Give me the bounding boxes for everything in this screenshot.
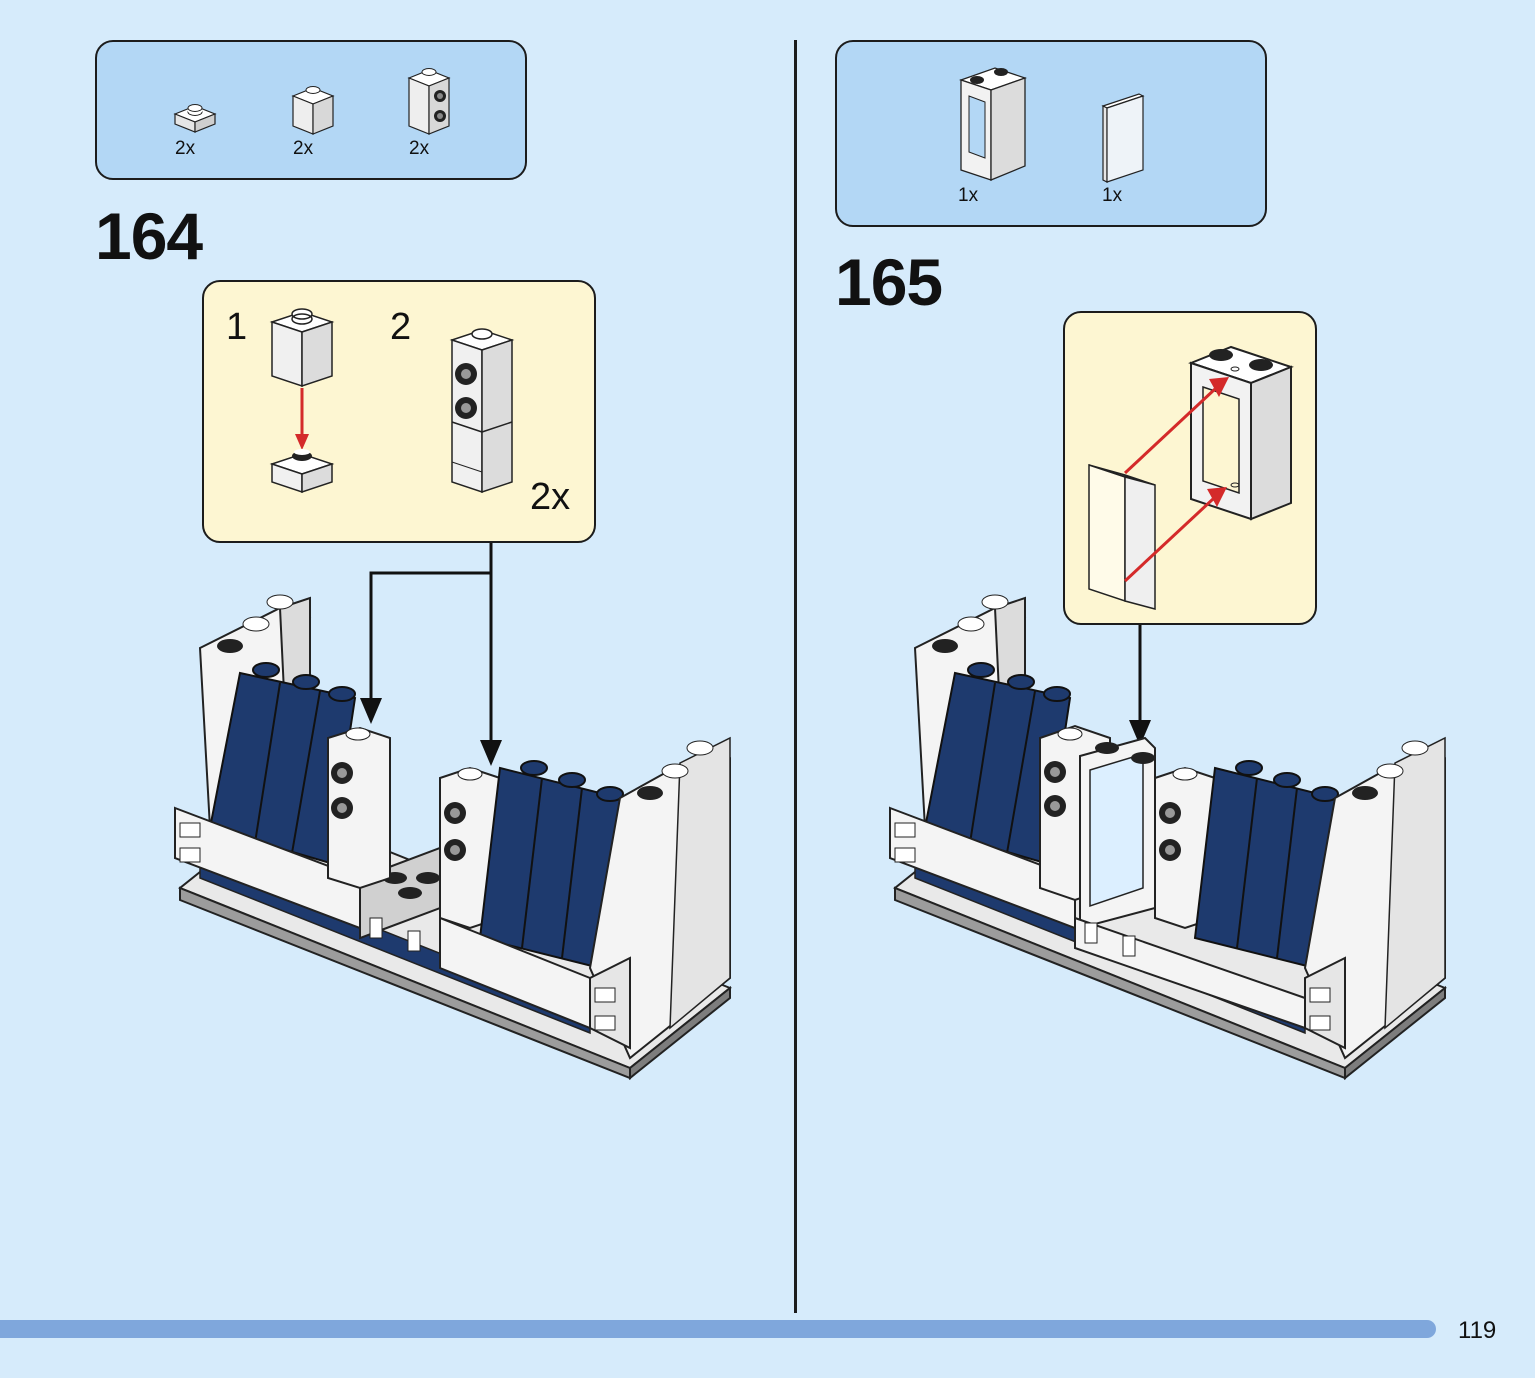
part-qty-165-2: 1x xyxy=(1102,185,1123,206)
sub-step-2-illustration xyxy=(449,328,515,494)
brick-1x1-icon xyxy=(291,86,335,135)
part-qty-164-2: 2x xyxy=(293,138,314,159)
window-glass-icon xyxy=(1101,93,1145,183)
plate-1x1-icon xyxy=(173,104,217,133)
step-number-164: 164 xyxy=(95,199,203,273)
sub-assembly-box-164: 1 2 2x xyxy=(202,280,596,543)
page-number: 119 xyxy=(1458,1317,1497,1344)
sub-step-label-2: 2 xyxy=(390,306,412,348)
brick-1x1-studs-side-icon xyxy=(407,68,451,135)
part-qty-164-1: 2x xyxy=(175,138,196,159)
sub-step-label-1: 1 xyxy=(226,306,248,348)
parts-box-164: 2x 2x 2x xyxy=(95,40,527,180)
window-frame-icon xyxy=(958,67,1028,181)
parts-box-165: 1x 1x xyxy=(835,40,1267,227)
part-qty-164-3: 2x xyxy=(409,138,430,159)
model-illustration-164 xyxy=(174,594,732,1081)
step-number-165: 165 xyxy=(835,245,943,319)
window-sub-assembly-illustration xyxy=(1088,345,1294,610)
part-qty-165-1: 1x xyxy=(958,185,979,206)
progress-bar xyxy=(0,1320,1436,1338)
sub-step-1-illustration xyxy=(269,308,335,494)
page-divider xyxy=(794,40,797,1313)
sub-assembly-multiplier: 2x xyxy=(530,476,571,518)
sub-assembly-box-165 xyxy=(1063,311,1317,625)
model-illustration-165 xyxy=(889,594,1447,1081)
